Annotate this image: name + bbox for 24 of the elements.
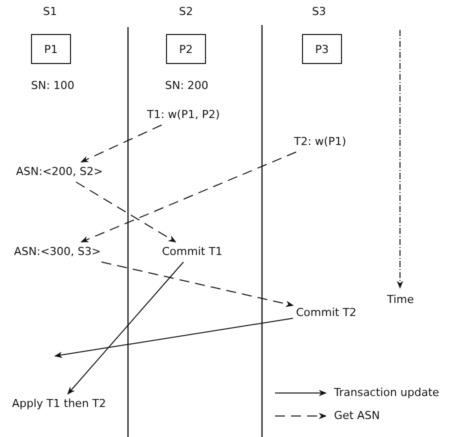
event-label: ASN:<200, S2> xyxy=(16,165,103,179)
arrow xyxy=(67,262,184,395)
arrow xyxy=(101,262,294,307)
sequence-number: SN: 100 xyxy=(31,79,74,93)
lane-heading: S1 xyxy=(43,5,57,19)
axis-label: Time xyxy=(387,293,414,307)
event-label: Commit T1 xyxy=(162,245,222,259)
lane-heading: S3 xyxy=(312,5,326,19)
event-label: T1: w(P1, P2) xyxy=(147,108,220,122)
partition-box: P1 xyxy=(31,34,71,64)
arrow xyxy=(54,318,294,358)
arrow xyxy=(76,182,176,242)
event-label: Apply T1 then T2 xyxy=(12,397,106,411)
event-label: T2: w(P1) xyxy=(294,135,346,149)
event-label: Commit T2 xyxy=(296,306,356,320)
arrow xyxy=(80,152,297,242)
legend-label: Transaction update xyxy=(334,386,440,400)
event-label: ASN:<300, S3> xyxy=(14,245,101,259)
lane-heading: S2 xyxy=(179,5,193,19)
legend-label: Get ASN xyxy=(334,409,380,423)
partition-box: P3 xyxy=(302,34,342,64)
sequence-number: SN: 200 xyxy=(165,79,208,93)
arrow xyxy=(80,124,162,162)
partition-box: P2 xyxy=(166,34,206,64)
